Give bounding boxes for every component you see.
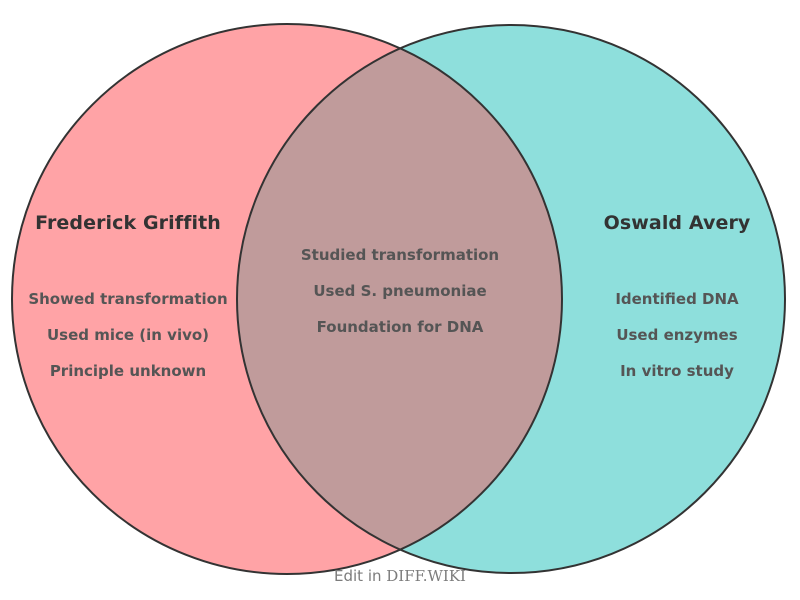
intersection-region[interactable] [237, 25, 785, 573]
left-set-outline [11, 23, 563, 575]
right-set-outline [236, 24, 786, 574]
